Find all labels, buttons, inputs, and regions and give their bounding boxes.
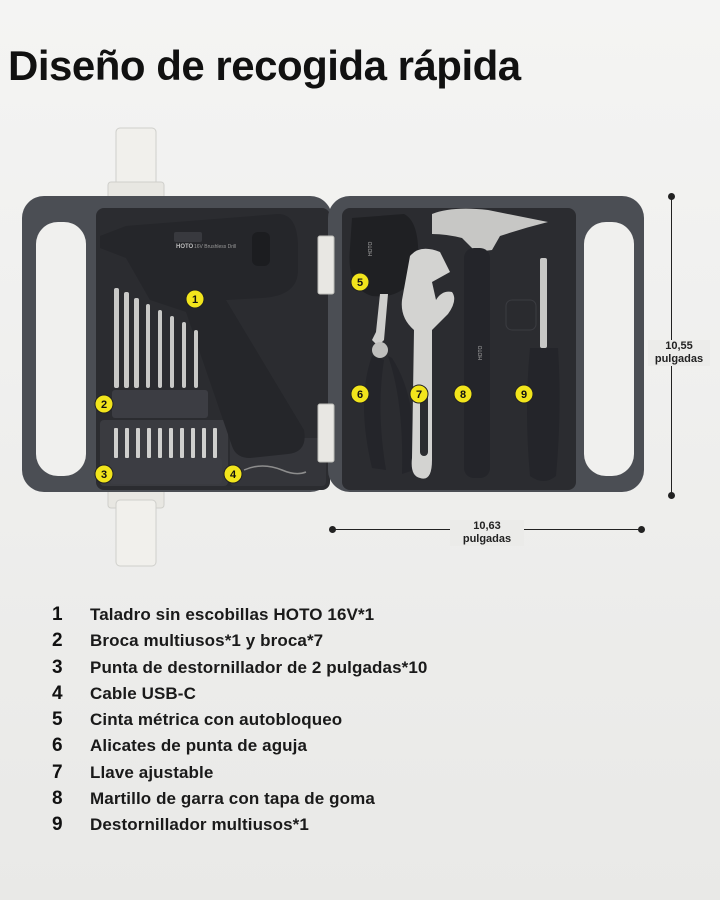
screwdriver-bits bbox=[110, 428, 222, 484]
item-number: 7 bbox=[52, 761, 63, 783]
item-number: 6 bbox=[52, 735, 63, 757]
adjustable-wrench bbox=[401, 248, 455, 479]
bottom-latch bbox=[107, 487, 165, 567]
tool-case-image: HOTO 16V Brushless Drill HOTO bbox=[22, 127, 644, 567]
hammer: HOTO bbox=[432, 208, 548, 478]
list-item: 3 Punta de destornillador de 2 pulgadas*1… bbox=[52, 657, 427, 683]
item-label: Cable USB-C bbox=[90, 683, 196, 703]
svg-text:2: 2 bbox=[101, 399, 107, 411]
left-handle-opening bbox=[36, 222, 86, 476]
list-item: 9 Destornillador multiusos*1 bbox=[52, 814, 427, 840]
width-unit: pulgadas bbox=[462, 533, 512, 545]
item-label: Llave ajustable bbox=[90, 762, 214, 782]
badge-2: 2 bbox=[94, 394, 114, 414]
item-number: 2 bbox=[52, 630, 63, 652]
list-item: 7 Llave ajustable bbox=[52, 762, 427, 788]
item-number: 4 bbox=[52, 682, 63, 704]
item-number: 3 bbox=[52, 656, 63, 678]
page-title: Diseño de recogida rápida bbox=[8, 42, 521, 89]
list-item: 8 Martillo de garra con tapa de goma bbox=[52, 788, 427, 814]
svg-text:1: 1 bbox=[192, 294, 198, 306]
list-item: 6 Alicates de punta de aguja bbox=[52, 735, 427, 761]
drill-model-mark: 16V Brushless Drill bbox=[194, 244, 236, 250]
item-label: Martillo de garra con tapa de goma bbox=[90, 789, 375, 809]
contents-legend: 1 Taladro sin escobillas HOTO 16V*1 2 Broc… bbox=[52, 604, 427, 841]
list-item: 2 Broca multiusos*1 y broca*7 bbox=[52, 630, 427, 656]
height-dimension-label: 10,55 pulgadas bbox=[648, 340, 710, 366]
item-label: Punta de destornillador de 2 pulgadas*10 bbox=[90, 657, 428, 677]
badge-3: 3 bbox=[94, 464, 114, 484]
badge-9: 9 bbox=[514, 384, 534, 404]
svg-text:4: 4 bbox=[230, 469, 237, 481]
list-item: 4 Cable USB-C bbox=[52, 683, 427, 709]
item-number: 8 bbox=[52, 788, 63, 810]
badge-5: 5 bbox=[350, 272, 370, 292]
badge-7: 7 bbox=[409, 384, 429, 404]
width-dimension-label: 10,63 pulgadas bbox=[450, 520, 524, 546]
list-item: 5 Cinta métrica con autobloqueo bbox=[52, 709, 427, 735]
usb-cable bbox=[243, 465, 307, 475]
svg-text:6: 6 bbox=[357, 389, 363, 401]
screwdriver bbox=[527, 258, 560, 481]
svg-text:7: 7 bbox=[416, 389, 422, 401]
badge-1: 1 bbox=[185, 289, 205, 309]
tape-brand-mark: HOTO bbox=[368, 242, 374, 256]
item-label: Destornillador multiusos*1 bbox=[90, 815, 309, 835]
pliers bbox=[364, 294, 415, 474]
width-value: 10,63 bbox=[473, 520, 501, 532]
item-number: 5 bbox=[52, 709, 63, 731]
item-label: Alicates de punta de aguja bbox=[90, 736, 308, 756]
item-label: Broca multiusos*1 y broca*7 bbox=[90, 631, 324, 651]
badge-4: 4 bbox=[223, 464, 243, 484]
item-label: Taladro sin escobillas HOTO 16V*1 bbox=[90, 605, 375, 624]
hammer-brand-mark: HOTO bbox=[478, 346, 484, 360]
height-value: 10,55 bbox=[665, 340, 693, 352]
item-number: 9 bbox=[52, 814, 63, 836]
list-item: 1 Taladro sin escobillas HOTO 16V*1 bbox=[52, 604, 427, 630]
badge-8: 8 bbox=[453, 384, 473, 404]
svg-text:3: 3 bbox=[101, 469, 107, 481]
top-latch bbox=[107, 127, 165, 203]
svg-text:5: 5 bbox=[357, 277, 363, 289]
svg-text:8: 8 bbox=[460, 389, 466, 401]
badge-6: 6 bbox=[350, 384, 370, 404]
right-handle-opening bbox=[584, 222, 634, 476]
height-unit: pulgadas bbox=[654, 353, 704, 365]
drill-brand-mark: HOTO bbox=[176, 244, 194, 250]
drill-bits bbox=[112, 288, 208, 418]
item-label: Cinta métrica con autobloqueo bbox=[90, 710, 343, 730]
item-number: 1 bbox=[52, 604, 63, 625]
drill: HOTO 16V Brushless Drill bbox=[100, 214, 305, 458]
svg-text:9: 9 bbox=[521, 389, 527, 401]
